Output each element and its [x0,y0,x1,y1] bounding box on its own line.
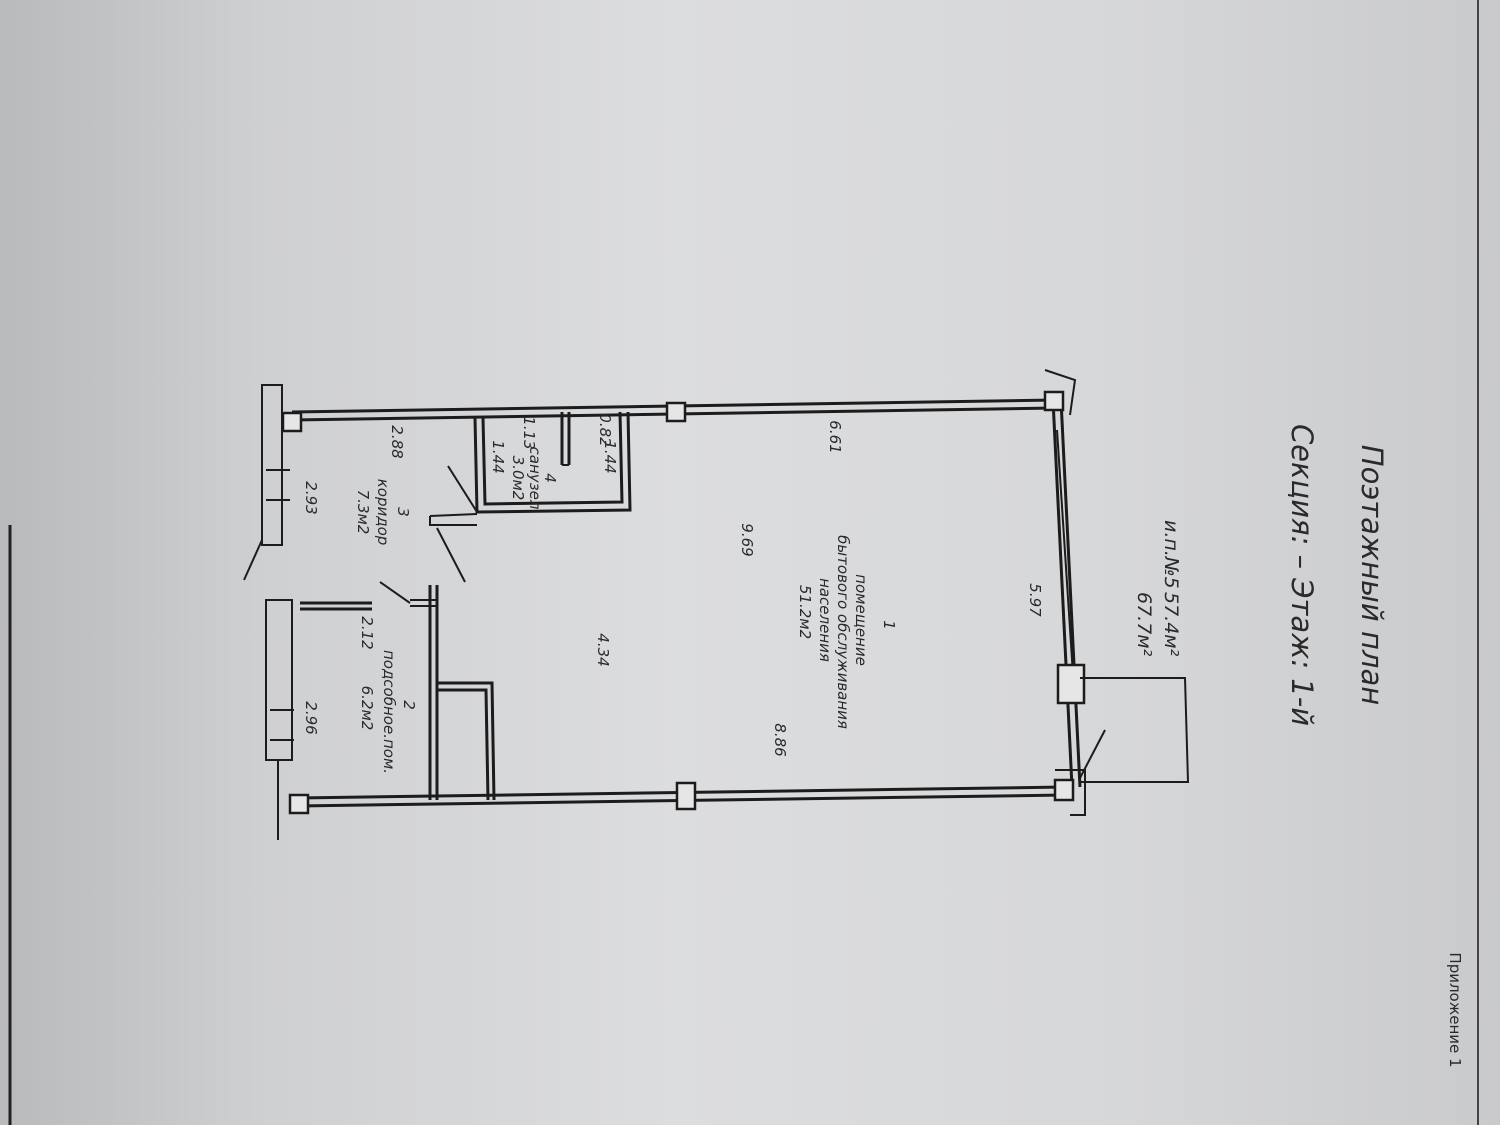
dim-1-13: 1.13 [520,416,538,449]
plan-subtitle: Секция: – Этаж: 1-й [1285,424,1319,726]
dim-2-93: 2.93 [302,481,320,514]
area-total-2: 67.7м² [1133,592,1155,657]
dim-2-88: 2.88 [388,425,406,458]
room-3-number: 3 [394,507,412,517]
plan-title: Поэтажный план [1355,445,1389,705]
room-2-number: 2 [400,700,418,710]
room-2-area: 6.2м2 [358,686,376,731]
room-2-line-1: подсобное.пом. [380,650,398,774]
interior-walls [300,411,632,801]
room-1-line-1: помещение [852,574,870,666]
room-4-number: 4 [541,473,559,483]
dim-2-12: 2.12 [358,616,376,649]
room-3-line-1: коридор [374,479,392,546]
dim-9-69: 9.69 [738,523,756,556]
room-2: 2 подсобное.пом. 6.2м2 [358,650,418,774]
room-3: 3 коридор 7.3м2 [354,479,412,546]
dim-5-97: 5.97 [1026,583,1044,617]
area-total-1: 57.4м² [1160,592,1182,657]
vestibule [1044,369,1190,816]
dim-1-44-b: 1.44 [489,440,507,473]
room-3-area: 7.3м2 [354,490,372,535]
dimension-labels: 5.97 6.61 9.69 8.86 4.34 2.88 2.93 2.12 … [302,413,1044,756]
room-4-area: 3.0м2 [509,456,527,501]
dim-2-96: 2.96 [302,701,320,734]
columns [281,390,1086,815]
room-1-line-2: бытового обслуживания [834,535,852,729]
unit-number: и.п.№5 [1160,520,1182,589]
room-1-area: 51.2м2 [796,585,814,639]
appendix-label: Приложение 1 [1446,952,1464,1067]
room-4: 4 санузел 3.0м2 [509,447,559,510]
dim-6-61: 6.61 [826,420,844,453]
dim-8-86: 8.86 [771,723,789,756]
room-4-line-1: санузел [526,447,544,510]
outer-walls [243,384,1082,840]
room-1-line-3: населения [816,578,834,662]
room-1-number: 1 [880,620,898,630]
dim-0-82: 0.82 [596,413,614,446]
room-1: 1 помещение бытового обслуживания населе… [796,535,898,729]
dim-4-34: 4.34 [594,633,612,666]
dim-1-44-a: 1.44 [601,440,619,473]
